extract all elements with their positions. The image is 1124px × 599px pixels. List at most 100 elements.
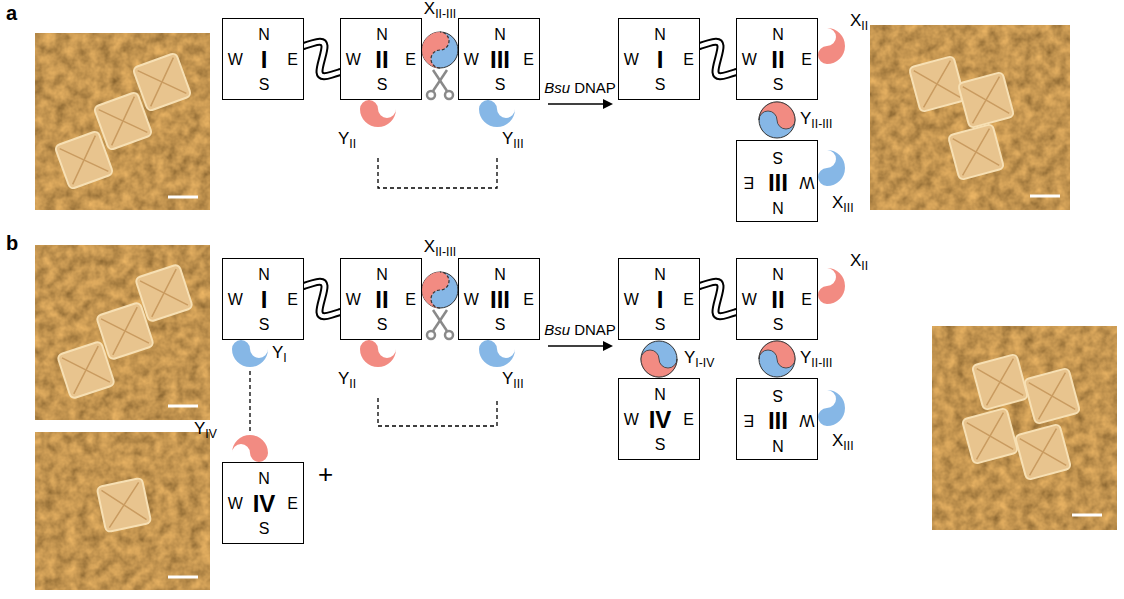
sticky-end-pair: [759, 102, 795, 138]
afm-tile: [958, 72, 1014, 128]
afm-image: [35, 432, 210, 590]
afm-tile: [909, 56, 965, 112]
arrow-head: [603, 99, 613, 109]
tile-box: NWIES: [222, 258, 304, 340]
north-letter: S: [773, 387, 784, 403]
sticky-end-label: XII-III: [424, 0, 456, 21]
scissors-blade: [433, 70, 447, 91]
south-letter: S: [773, 77, 784, 93]
tile-number: I: [261, 288, 268, 312]
tile-number: III: [768, 170, 788, 194]
scale-bar: [1072, 514, 1102, 517]
sticky-end-blue: [759, 341, 795, 377]
tile-number: I: [657, 48, 664, 72]
arrow-head: [603, 341, 613, 351]
east-letter: E: [287, 496, 298, 512]
scissors-loop: [427, 331, 435, 339]
sticky-end-label: YIV: [194, 420, 217, 441]
sticky-end-label: YI: [272, 344, 287, 365]
east-letter: W: [799, 174, 814, 190]
north-letter: S: [773, 149, 784, 165]
south-letter: S: [259, 521, 270, 537]
sticky-end-label: YIII: [502, 370, 524, 391]
afm-tile: [948, 124, 1004, 180]
sticky-end-blue: [479, 100, 515, 127]
east-letter: E: [801, 52, 812, 68]
sticky-end-red: [232, 435, 268, 462]
sticky-end-label: YII-III: [800, 110, 832, 131]
west-letter: E: [744, 174, 755, 190]
south-letter: S: [655, 437, 666, 453]
east-letter: E: [287, 52, 298, 68]
west-letter: E: [744, 412, 755, 428]
west-letter: W: [742, 52, 757, 68]
tile-box: S E III WN: [736, 140, 818, 222]
tile-box: NWIIIES: [458, 258, 540, 340]
linker-connector: [304, 282, 340, 316]
tile-box: NWIIES: [736, 258, 818, 340]
reaction-arrow: [548, 103, 606, 105]
afm-tile: [135, 264, 193, 322]
east-letter: E: [405, 52, 416, 68]
tile-box: NWIES: [618, 258, 700, 340]
east-letter: E: [405, 292, 416, 308]
north-letter: N: [494, 267, 506, 283]
tile-box: NWIIES: [340, 18, 422, 100]
sticky-end-label: YII: [338, 130, 356, 151]
linker-connector: [700, 42, 736, 76]
scissors-icon: [427, 310, 453, 339]
scissors-blade: [433, 70, 447, 91]
linker-connector: [304, 42, 340, 76]
east-letter: E: [287, 292, 298, 308]
east-letter: E: [683, 52, 694, 68]
scissors-icon: [427, 70, 453, 99]
tile-number: I: [261, 48, 268, 72]
linker-core: [700, 282, 736, 316]
sticky-end-red: [422, 32, 449, 68]
linker-core: [304, 42, 340, 76]
sticky-end-blue: [759, 102, 795, 138]
south-letter: S: [655, 317, 666, 333]
north-letter: N: [258, 27, 270, 43]
east-letter: W: [799, 412, 814, 428]
sticky-end-label: XII-III: [424, 238, 456, 259]
tile-box: NWIES: [222, 18, 304, 100]
east-letter: E: [523, 292, 534, 308]
dashed-bracket: [378, 398, 497, 426]
south-letter: S: [655, 77, 666, 93]
linker-connector: [700, 282, 736, 316]
scale-bar: [1030, 195, 1060, 198]
reaction-arrow: [548, 345, 606, 347]
panel-letter: a: [6, 2, 17, 24]
scissors-blade: [433, 310, 447, 331]
sticky-end-red: [360, 100, 396, 127]
east-letter: E: [523, 52, 534, 68]
south-letter: S: [259, 317, 270, 333]
east-letter: E: [801, 292, 812, 308]
west-letter: W: [346, 292, 361, 308]
afm-image: [35, 33, 210, 210]
afm-image: [870, 25, 1070, 210]
tile-number: II: [375, 288, 388, 312]
sticky-end-blue: [479, 340, 515, 367]
tile-number: III: [768, 408, 788, 432]
tile-box: NWIVES: [618, 378, 700, 460]
west-letter: W: [346, 52, 361, 68]
sticky-end-pair: [422, 32, 458, 68]
sticky-end-red: [759, 102, 795, 129]
north-letter: N: [258, 471, 270, 487]
west-letter: W: [624, 412, 639, 428]
cut-line: [431, 272, 449, 308]
sticky-end-label: YII-III: [800, 349, 832, 370]
north-letter: N: [494, 27, 506, 43]
west-letter: W: [624, 292, 639, 308]
tile-number: III: [490, 288, 510, 312]
tile-box: NWIIES: [736, 18, 818, 100]
sticky-end-label: YII: [338, 370, 356, 391]
north-letter: N: [654, 27, 666, 43]
afm-tile: [962, 408, 1018, 464]
south-letter: N: [772, 199, 784, 215]
tile-number: III: [490, 48, 510, 72]
east-letter: E: [683, 292, 694, 308]
